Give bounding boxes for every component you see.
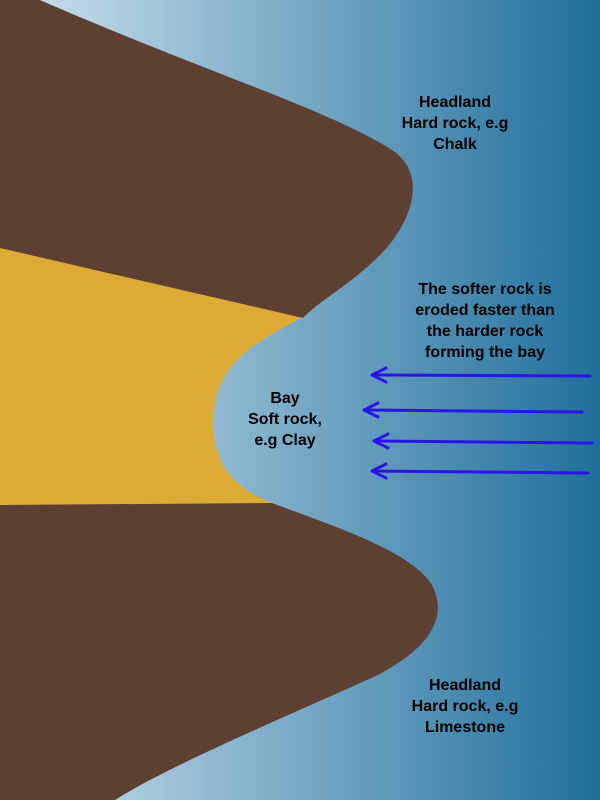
erosion-note: The softer rock is eroded faster than th…	[395, 279, 575, 363]
wave-arrow-2	[362, 401, 584, 419]
headland-top-example: Chalk	[433, 136, 477, 153]
erosion-note-line-2: eroded faster than	[415, 302, 555, 319]
arrow-left-icon	[370, 366, 388, 384]
bay-example: e.g Clay	[254, 432, 316, 449]
wave-arrow-4	[370, 462, 590, 480]
erosion-note-line-4: forming the bay	[424, 344, 545, 361]
headland-top-rock-type: Hard rock, e.g	[401, 115, 509, 132]
headland-bottom-limestone	[0, 503, 438, 800]
headland-bottom-label: Headland Hard rock, e.g Limestone	[365, 675, 565, 738]
arrow-left-icon	[370, 462, 388, 480]
bay-label: Bay Soft rock, e.g Clay	[215, 388, 355, 451]
wave-arrow-3	[372, 432, 594, 450]
headland-top-title: Headland	[418, 94, 491, 111]
bay-title: Bay	[270, 390, 300, 407]
headland-bottom-example: Limestone	[424, 719, 505, 736]
soft-rock-bay-clay	[0, 245, 305, 506]
erosion-note-line-3: the harder rock	[426, 323, 544, 340]
bay-rock-type: Soft rock,	[248, 411, 322, 428]
erosion-note-line-1: The softer rock is	[418, 281, 552, 298]
headland-bottom-title: Headland	[428, 677, 501, 694]
wave-arrow-1	[370, 366, 592, 384]
headland-top-chalk	[0, 0, 413, 318]
headland-bottom-rock-type: Hard rock, e.g	[411, 698, 519, 715]
wave-arrows	[362, 366, 594, 480]
arrow-left-icon	[372, 432, 390, 450]
headland-top-label: Headland Hard rock, e.g Chalk	[355, 92, 555, 155]
arrow-left-icon	[362, 401, 380, 419]
